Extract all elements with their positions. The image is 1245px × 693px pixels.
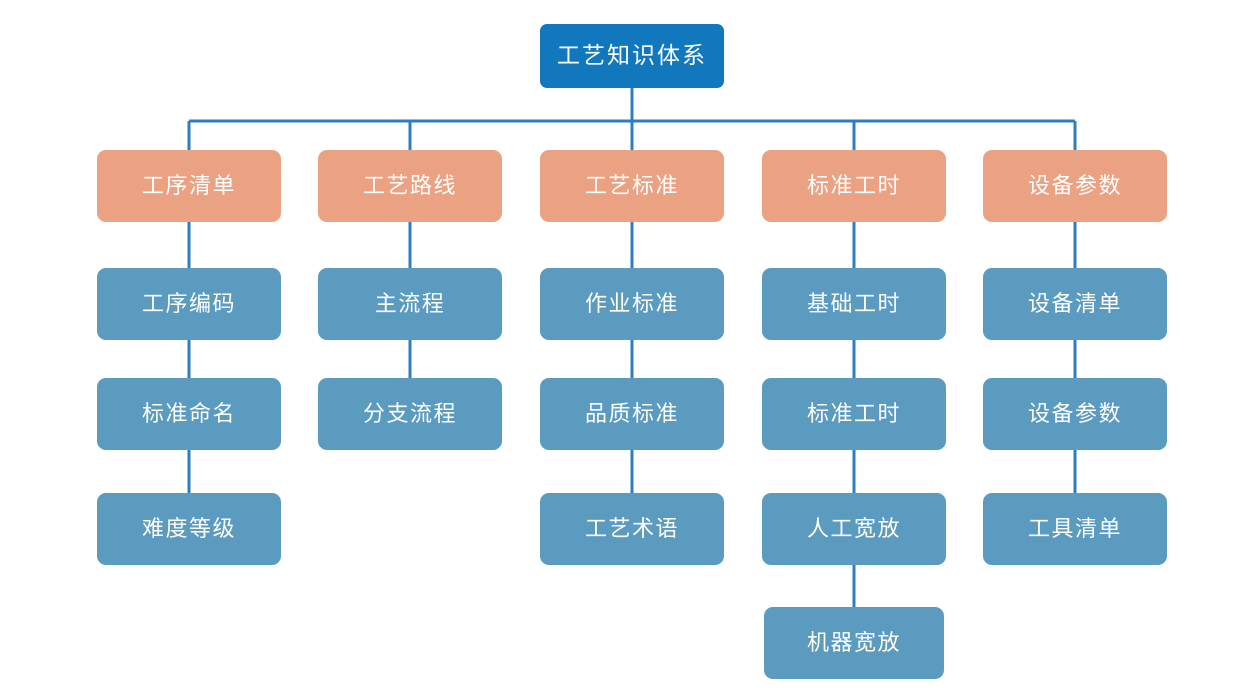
child-node-3-2-label: 人工宽放 bbox=[806, 515, 901, 541]
child-node-1-1-label: 分支流程 bbox=[362, 400, 457, 426]
child-node-2-0-label: 作业标准 bbox=[584, 290, 679, 316]
child-node-3-1-label: 标准工时 bbox=[806, 400, 901, 426]
child-node-0-0-label: 工序编码 bbox=[141, 290, 236, 316]
branch-node-2-label: 工艺标准 bbox=[584, 172, 679, 198]
branch-node-3-label: 标准工时 bbox=[806, 172, 901, 198]
child-node-3-3-label: 机器宽放 bbox=[806, 629, 901, 655]
child-node-2-1[interactable]: 品质标准 bbox=[540, 378, 724, 450]
child-node-4-2[interactable]: 工具清单 bbox=[983, 493, 1167, 565]
child-node-3-1[interactable]: 标准工时 bbox=[762, 378, 946, 450]
child-node-2-2-label: 工艺术语 bbox=[584, 515, 679, 541]
root-node-label: 工艺知识体系 bbox=[557, 42, 707, 69]
branch-node-0-label: 工序清单 bbox=[141, 172, 236, 198]
child-node-4-0[interactable]: 设备清单 bbox=[983, 268, 1167, 340]
child-node-0-1-label: 标准命名 bbox=[141, 400, 236, 426]
child-node-3-2[interactable]: 人工宽放 bbox=[762, 493, 946, 565]
branch-node-0[interactable]: 工序清单 bbox=[97, 150, 281, 222]
child-node-4-0-label: 设备清单 bbox=[1027, 290, 1122, 316]
child-node-2-1-label: 品质标准 bbox=[584, 400, 679, 426]
child-node-3-0[interactable]: 基础工时 bbox=[762, 268, 946, 340]
branch-node-1-label: 工艺路线 bbox=[362, 172, 457, 198]
root-node[interactable]: 工艺知识体系 bbox=[540, 24, 724, 88]
child-node-2-2[interactable]: 工艺术语 bbox=[540, 493, 724, 565]
child-node-1-0[interactable]: 主流程 bbox=[318, 268, 502, 340]
child-node-2-0[interactable]: 作业标准 bbox=[540, 268, 724, 340]
child-node-0-0[interactable]: 工序编码 bbox=[97, 268, 281, 340]
child-node-1-0-label: 主流程 bbox=[374, 290, 446, 316]
branch-node-3[interactable]: 标准工时 bbox=[762, 150, 946, 222]
child-node-4-2-label: 工具清单 bbox=[1027, 515, 1122, 541]
child-node-4-1[interactable]: 设备参数 bbox=[983, 378, 1167, 450]
child-node-0-2[interactable]: 难度等级 bbox=[97, 493, 281, 565]
branch-node-4-label: 设备参数 bbox=[1027, 172, 1122, 198]
child-node-3-3[interactable]: 机器宽放 bbox=[764, 607, 944, 679]
child-node-0-1[interactable]: 标准命名 bbox=[97, 378, 281, 450]
branch-node-2[interactable]: 工艺标准 bbox=[540, 150, 724, 222]
child-node-1-1[interactable]: 分支流程 bbox=[318, 378, 502, 450]
child-node-3-0-label: 基础工时 bbox=[806, 290, 901, 316]
child-node-0-2-label: 难度等级 bbox=[141, 515, 236, 541]
branch-node-1[interactable]: 工艺路线 bbox=[318, 150, 502, 222]
branch-node-4[interactable]: 设备参数 bbox=[983, 150, 1167, 222]
child-node-4-1-label: 设备参数 bbox=[1027, 400, 1122, 426]
